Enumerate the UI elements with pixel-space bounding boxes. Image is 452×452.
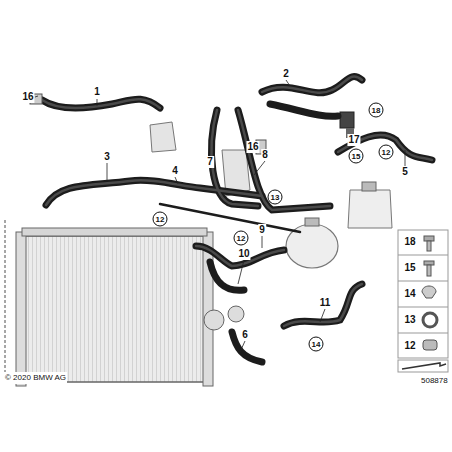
- callout-number: 12: [403, 340, 416, 352]
- callout-number: 7: [206, 156, 214, 168]
- radiator: [16, 228, 213, 386]
- callout-number: 6: [241, 329, 249, 341]
- callout-number: 13: [403, 314, 416, 326]
- callout-number: 1: [93, 86, 101, 98]
- component: [150, 112, 354, 330]
- callout-number: 13: [268, 190, 283, 205]
- expansion-tank: [286, 218, 338, 268]
- callout-number: 4: [171, 165, 179, 177]
- callout-number: 15: [403, 262, 416, 274]
- callout-number: 12: [234, 231, 249, 246]
- callout-number: 3: [103, 151, 111, 163]
- callout-number: 5: [401, 166, 409, 178]
- parts-column: [398, 230, 448, 372]
- callout-number: 16: [21, 91, 34, 103]
- callout-number: 11: [319, 297, 332, 309]
- leader-lines: [5, 80, 405, 380]
- callout-number: 17: [347, 134, 360, 146]
- note-text: 508878: [420, 375, 449, 387]
- callout-number: 9: [258, 224, 266, 236]
- callout-number: 18: [369, 103, 384, 118]
- callout-number: 12: [379, 145, 394, 160]
- callout-number: 16: [246, 141, 259, 153]
- callout-number: 14: [309, 337, 324, 352]
- callout-number: 14: [403, 288, 416, 300]
- callout-number: 15: [349, 149, 364, 164]
- callout-number: 8: [261, 149, 269, 161]
- callout-number: 12: [153, 212, 168, 227]
- note-text: © 2020 BMW AG: [4, 372, 67, 384]
- callout-number: 2: [282, 68, 290, 80]
- reservoir: [348, 182, 392, 228]
- callout-number: 10: [237, 248, 250, 260]
- hoses: [30, 77, 432, 363]
- callout-number: 18: [403, 236, 416, 248]
